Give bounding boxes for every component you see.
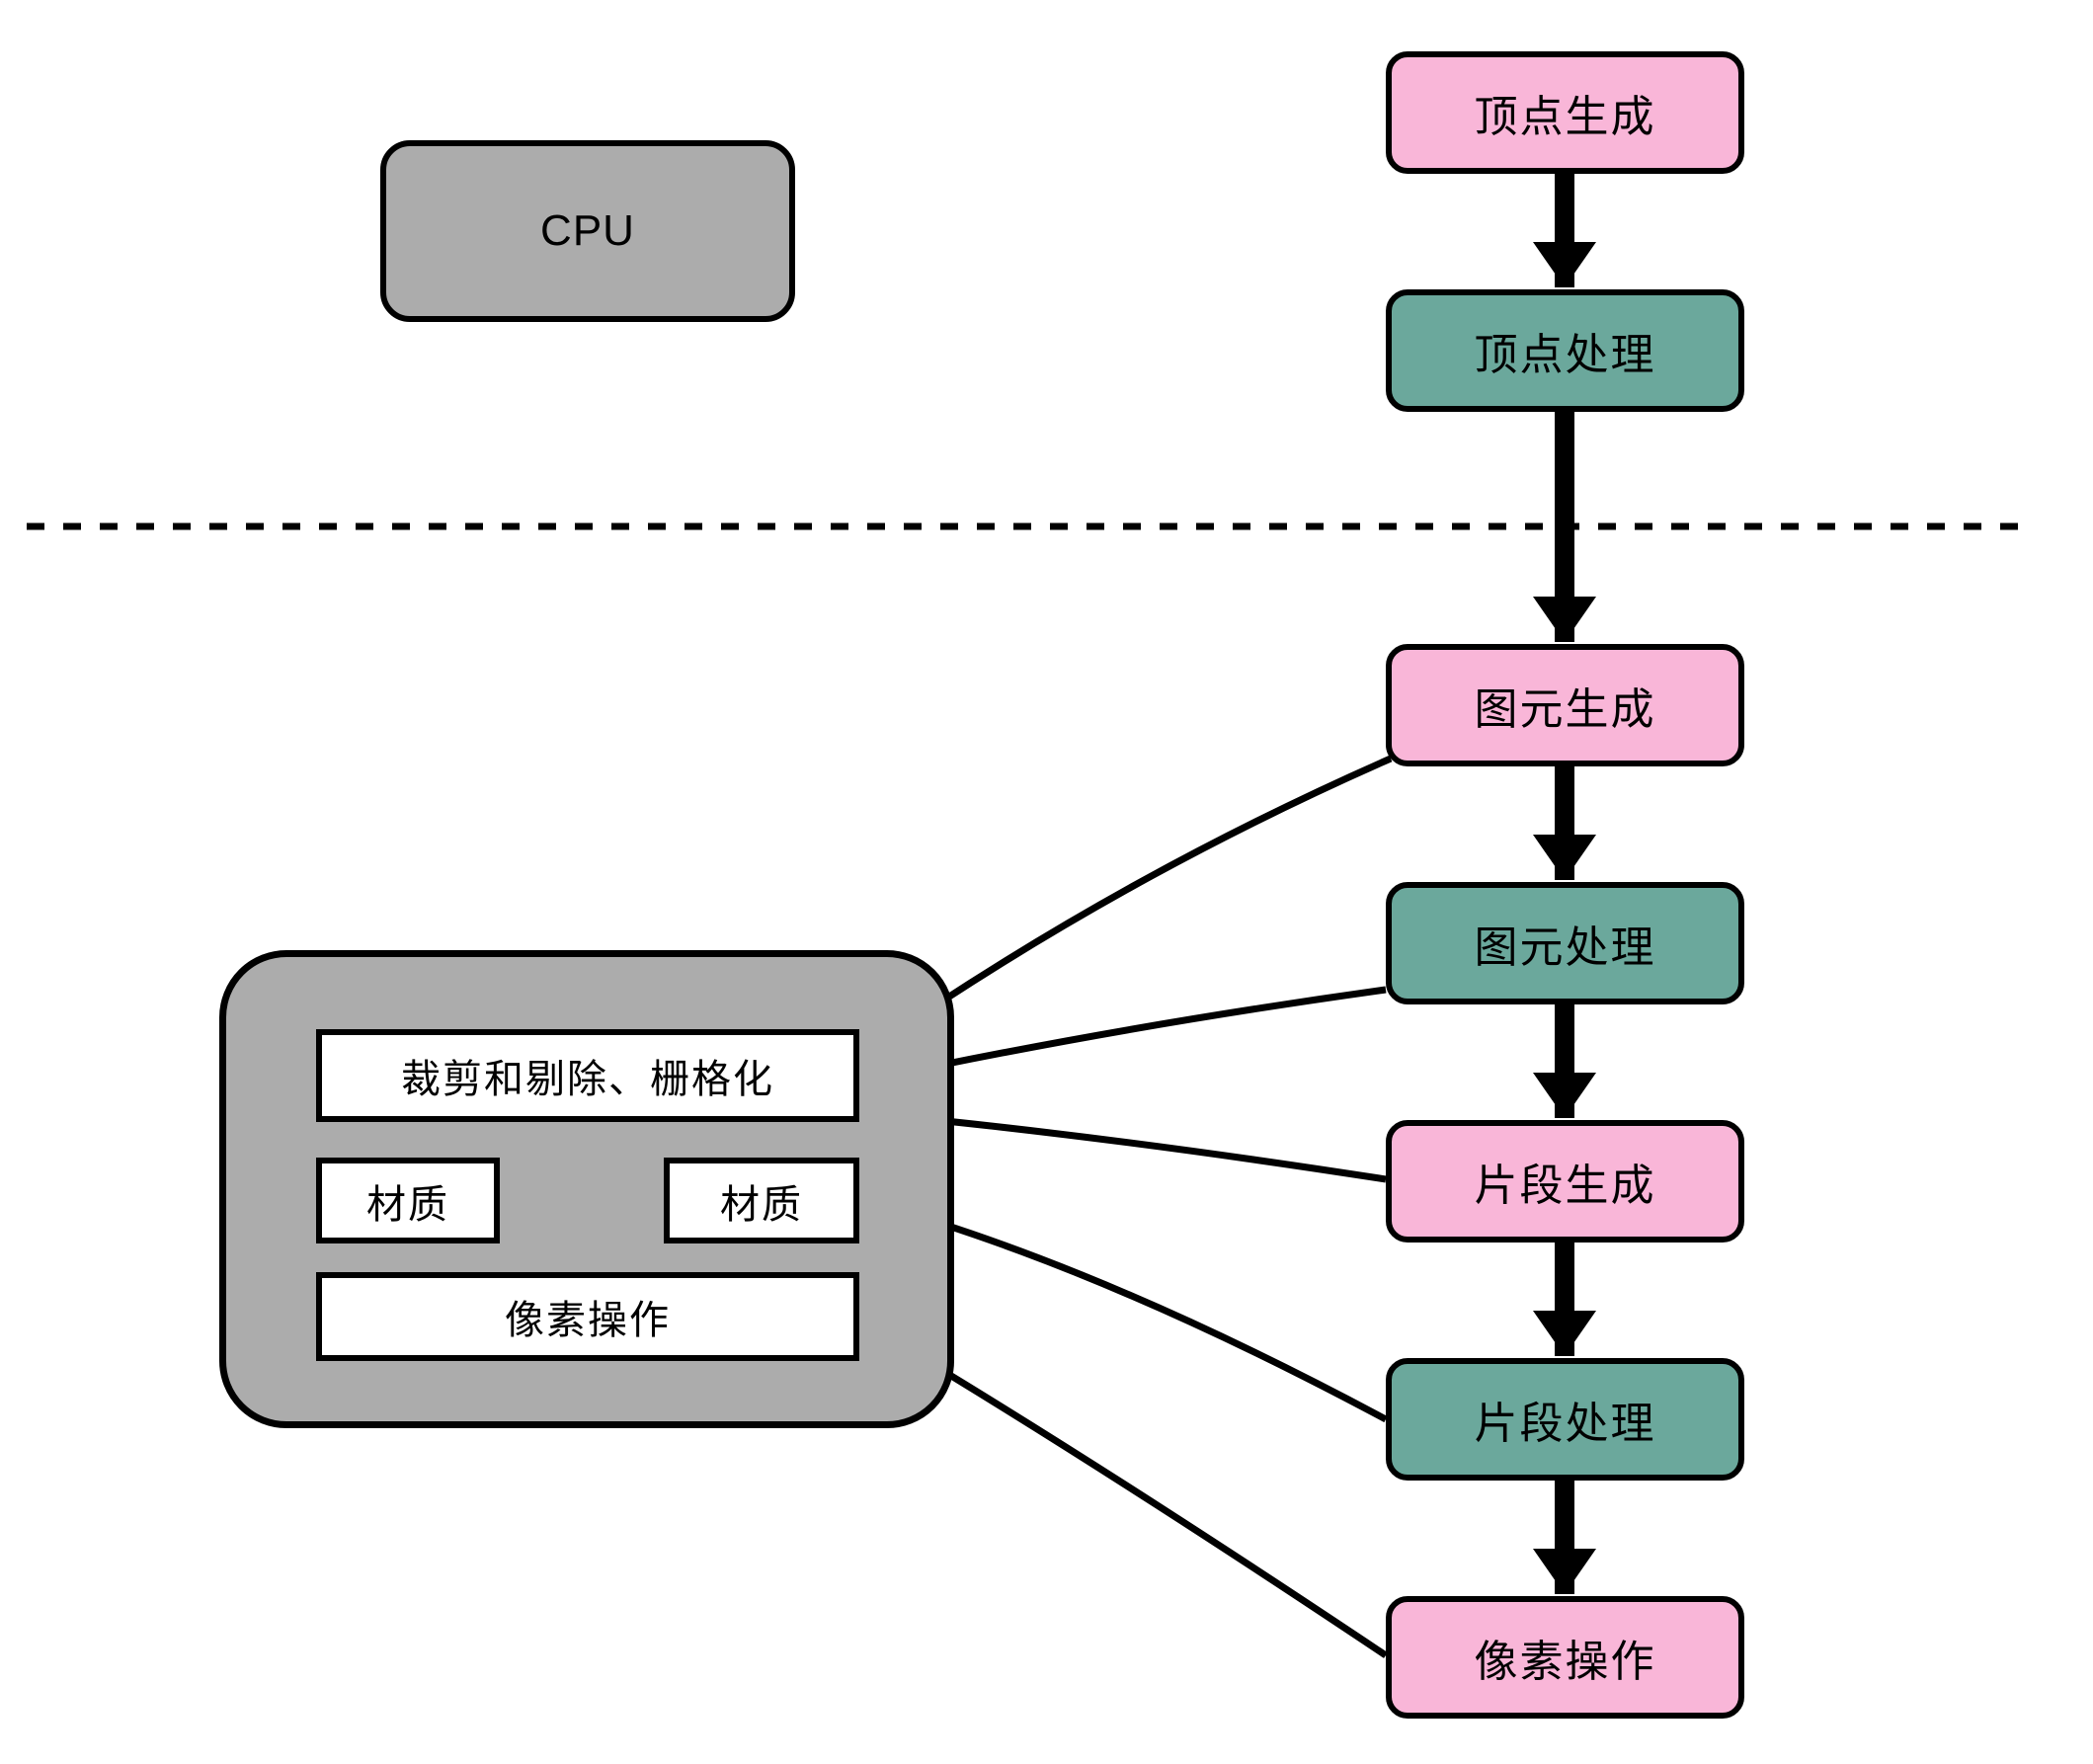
node-label: 图元生成 — [1474, 685, 1656, 734]
cpu-label: CPU — [540, 206, 635, 255]
node-label: 像素操作 — [1474, 1638, 1656, 1686]
node-label: 片段处理 — [1474, 1400, 1656, 1448]
node-fragment-processing: 片段处理 — [1386, 1358, 1744, 1481]
node-primitive-processing: 图元处理 — [1386, 882, 1744, 1004]
node-label: 顶点处理 — [1474, 331, 1656, 379]
texture-box-left: 材质 — [316, 1158, 500, 1243]
node-label: 片段生成 — [1474, 1162, 1656, 1210]
node-primitive-generation: 图元生成 — [1386, 644, 1744, 766]
node-fragment-generation: 片段生成 — [1386, 1120, 1744, 1243]
pixel-operations-box: 像素操作 — [316, 1272, 859, 1361]
texture-left-label: 材质 — [366, 1182, 449, 1227]
node-label: 图元处理 — [1474, 923, 1656, 972]
clip-cull-raster-box: 裁剪和剔除、栅格化 — [316, 1029, 859, 1122]
node-vertex-processing: 顶点处理 — [1386, 289, 1744, 412]
texture-right-label: 材质 — [720, 1182, 803, 1227]
node-vertex-generation: 顶点生成 — [1386, 51, 1744, 174]
cpu-box: CPU — [380, 140, 795, 322]
node-label: 顶点生成 — [1474, 93, 1656, 141]
texture-box-right: 材质 — [664, 1158, 859, 1243]
node-pixel-operations: 像素操作 — [1386, 1596, 1744, 1719]
pixel-operations-label: 像素操作 — [505, 1299, 671, 1342]
clip-cull-raster-label: 裁剪和剔除、栅格化 — [401, 1058, 774, 1101]
